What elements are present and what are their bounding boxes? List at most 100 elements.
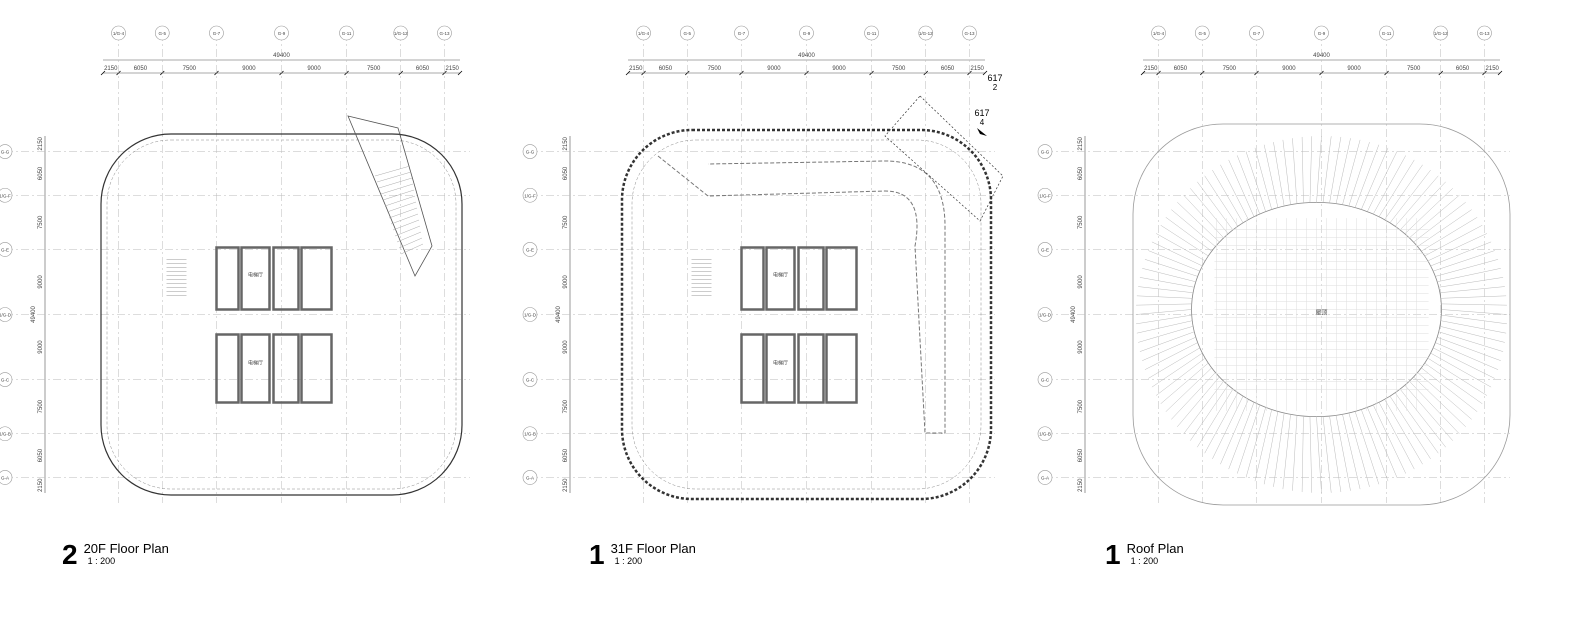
roof-rib [1177,376,1220,427]
roof-rib [1437,336,1501,361]
grid-label: G-7 [1253,31,1261,36]
grid-bubble [522,426,538,442]
roof-rib [1282,414,1291,490]
roof-rib [1361,147,1389,210]
roof-rib [1136,295,1193,299]
room-label: 电梯厅 [773,272,788,279]
grid-bubble [799,25,814,41]
room-label: 屋顶 [1315,310,1327,317]
roof-rib [1316,135,1322,203]
dimension-segment: 9000 [1078,275,1084,289]
plan-name: 31F Floor Plan [610,541,696,556]
roof-rib [1430,241,1492,267]
dimension-segment: 9000 [832,66,846,72]
grid-bubble [1314,25,1329,41]
dimension-segment: 9000 [1078,340,1084,354]
dimension-segment: 7500 [38,215,44,229]
grid-label: 1/G-4 [113,31,125,36]
roof-rib [1424,225,1483,257]
grid-label: 1/G-F [524,193,536,198]
stair-tread [374,165,411,177]
dimension-segment: 6050 [941,66,955,72]
core-wall [825,246,858,311]
grid-bubble [522,470,538,485]
roof-rib [1409,194,1460,239]
grid-bubble [1037,242,1053,257]
plan-title-roof: 1 Roof Plan 1 : 200 [1105,541,1184,569]
grid-bubble [1433,25,1449,41]
dimension-segment: 7500 [708,66,722,72]
roof-rib [1183,381,1224,435]
room-label: 电梯厅 [773,360,788,367]
roof-rib [1354,144,1380,208]
core-wall [215,333,240,404]
roof-rib [1254,409,1272,482]
roof-rib [1437,268,1501,283]
roof-rib [1142,336,1196,361]
stair-tread [394,225,421,237]
roof-rib [1190,385,1229,441]
grid-label: 1/G-B [524,432,536,437]
grid-bubble [274,25,289,41]
dimension-total: 49400 [1313,53,1330,59]
grid-label: G-A [1041,475,1049,480]
slab-edge [631,139,982,490]
roof-rib [1183,194,1224,239]
roof-rib [1236,155,1261,215]
grid-bubble [1037,307,1053,322]
roof-rib [1282,139,1291,205]
roof-rib [1404,188,1453,234]
stair-tread [396,231,422,243]
plan-scale: 1 : 200 [1130,556,1159,566]
grid-bubble [111,25,126,41]
core-wall [797,333,825,404]
dimension-segment: 7500 [1407,66,1421,72]
dimension-tick [457,70,463,76]
roof-rib [1373,404,1407,474]
roof-rib [1292,138,1298,204]
roof-rib [1394,392,1439,454]
dimension-segment: 2150 [629,66,643,72]
dimension-segment: 2150 [563,136,569,150]
dimension-tick [625,70,631,76]
roof-rib [1138,326,1194,343]
roof-rib [1417,372,1472,420]
grid-bubble [918,25,934,41]
roof-rib [1309,136,1313,203]
grid-label: G-5 [159,31,167,36]
core-wall [740,246,765,311]
grid-label: G-A [526,475,534,480]
grid-label: G-E [1,247,9,252]
plan-scale: 1 : 200 [87,556,116,566]
core-wall [215,246,240,311]
roof-rib [1421,367,1478,412]
roof-rib [1378,402,1415,470]
dimension-segment: 6050 [134,66,148,72]
dimension-segment: 2150 [1078,478,1084,492]
section-arrow [977,128,987,136]
dimension-segment: 2150 [104,66,118,72]
core-wall [765,333,796,404]
roof-rib [1348,142,1370,207]
grid-bubble [1037,144,1053,159]
grid-label: G-9 [803,31,811,36]
grid-bubble [0,144,13,159]
roof-rib [1204,175,1239,227]
grid-bubble [522,372,538,387]
dimension-segment: 9000 [563,340,569,354]
dimension-tick [982,70,988,76]
roof-rib [1263,144,1279,208]
grid-label: G-5 [1199,31,1207,36]
grid-bubble [679,25,695,41]
dimension-tick [1497,70,1503,76]
roof-rib [1316,416,1322,494]
roof-rib [1421,217,1478,252]
dimension-segment: 7500 [892,66,906,72]
roof-rib [1384,164,1423,220]
roof-rib [1197,388,1234,448]
grid-bubble [522,144,538,159]
grid-label: 1/G-12 [394,31,408,36]
dimension-segment: 9000 [563,275,569,289]
grid-label: G-7 [213,31,221,36]
